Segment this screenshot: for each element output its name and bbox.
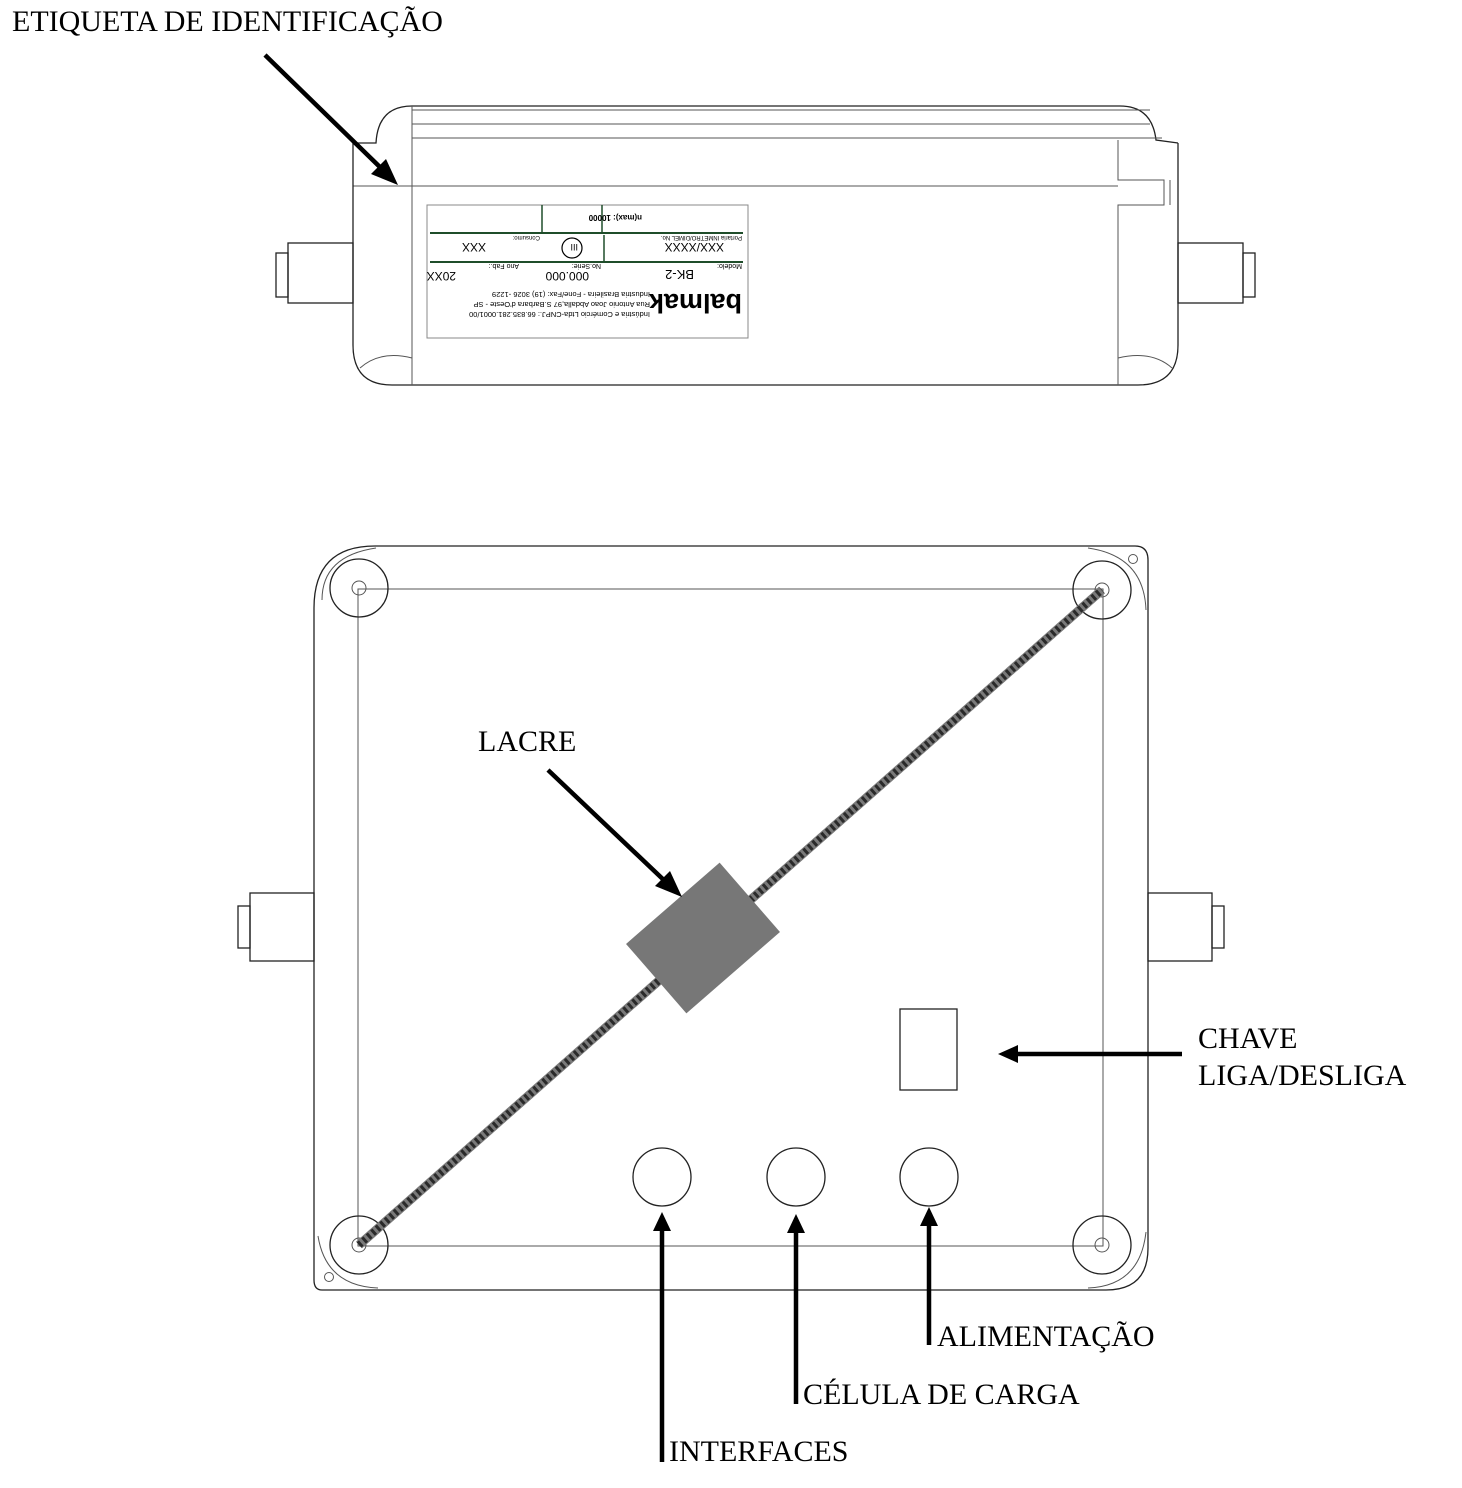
chave-callout-line1: CHAVE: [1198, 1022, 1297, 1055]
identification-label: balmak Indústria e Comércio Ltda-CNPJ.: …: [426, 204, 749, 339]
interfaces-callout: INTERFACES: [669, 1435, 848, 1468]
label-brand: balmak: [648, 288, 742, 318]
label-portaria-value: XXX/XXXX: [665, 240, 724, 254]
enclosure-panel-view: [237, 545, 1225, 1291]
label-origin: Industria Brasileira - Fone/Fax: (19) 30…: [492, 290, 650, 299]
label-consumo-caption: Consumo:: [512, 234, 540, 240]
interfaces-port: [632, 1147, 692, 1207]
alimentacao-arrow: [920, 1207, 938, 1345]
etiqueta-arrow: [263, 53, 398, 185]
power-switch: [899, 1008, 958, 1091]
label-company: Indústria e Comércio Ltda-CNPJ.: 66.835.…: [469, 310, 650, 319]
label-consumo-value: XXX: [462, 240, 486, 254]
enclosure-side-view: [275, 105, 1256, 386]
lacre-callout: LACRE: [478, 725, 576, 758]
label-address: Rua Antonio Joao Abdalla,97 S.Barbara d'…: [473, 300, 650, 309]
chave-arrow: [998, 1045, 1182, 1063]
seal-block: [626, 862, 780, 1014]
label-classe-value: III: [570, 242, 578, 252]
label-ano-caption: Ano Fab.:: [489, 262, 519, 269]
label-ano-value: 20XX: [427, 269, 456, 283]
alimentacao-callout: ALIMENTAÇÃO: [937, 1320, 1155, 1353]
label-modelo-caption: Modelo:: [717, 262, 742, 269]
label-portaria-caption: Portaria INMETRO/DIMEL No.: [661, 234, 742, 240]
label-nmax: n(max): 10000: [588, 213, 642, 222]
interfaces-arrow: [653, 1212, 671, 1462]
label-modelo-value: BK-2: [665, 267, 694, 282]
label-serie-caption: No.Serie:: [572, 262, 601, 269]
power-port: [899, 1147, 959, 1207]
load-cell-port: [766, 1147, 826, 1207]
celula-callout: CÉLULA DE CARGA: [803, 1378, 1080, 1411]
celula-arrow: [787, 1214, 805, 1404]
etiqueta-callout: ETIQUETA DE IDENTIFICAÇÃO: [12, 5, 443, 38]
label-serie-value: 000.000: [545, 269, 589, 283]
lacre-arrow: [546, 768, 682, 897]
chave-callout-line2: LIGA/DESLIGA: [1198, 1059, 1407, 1092]
